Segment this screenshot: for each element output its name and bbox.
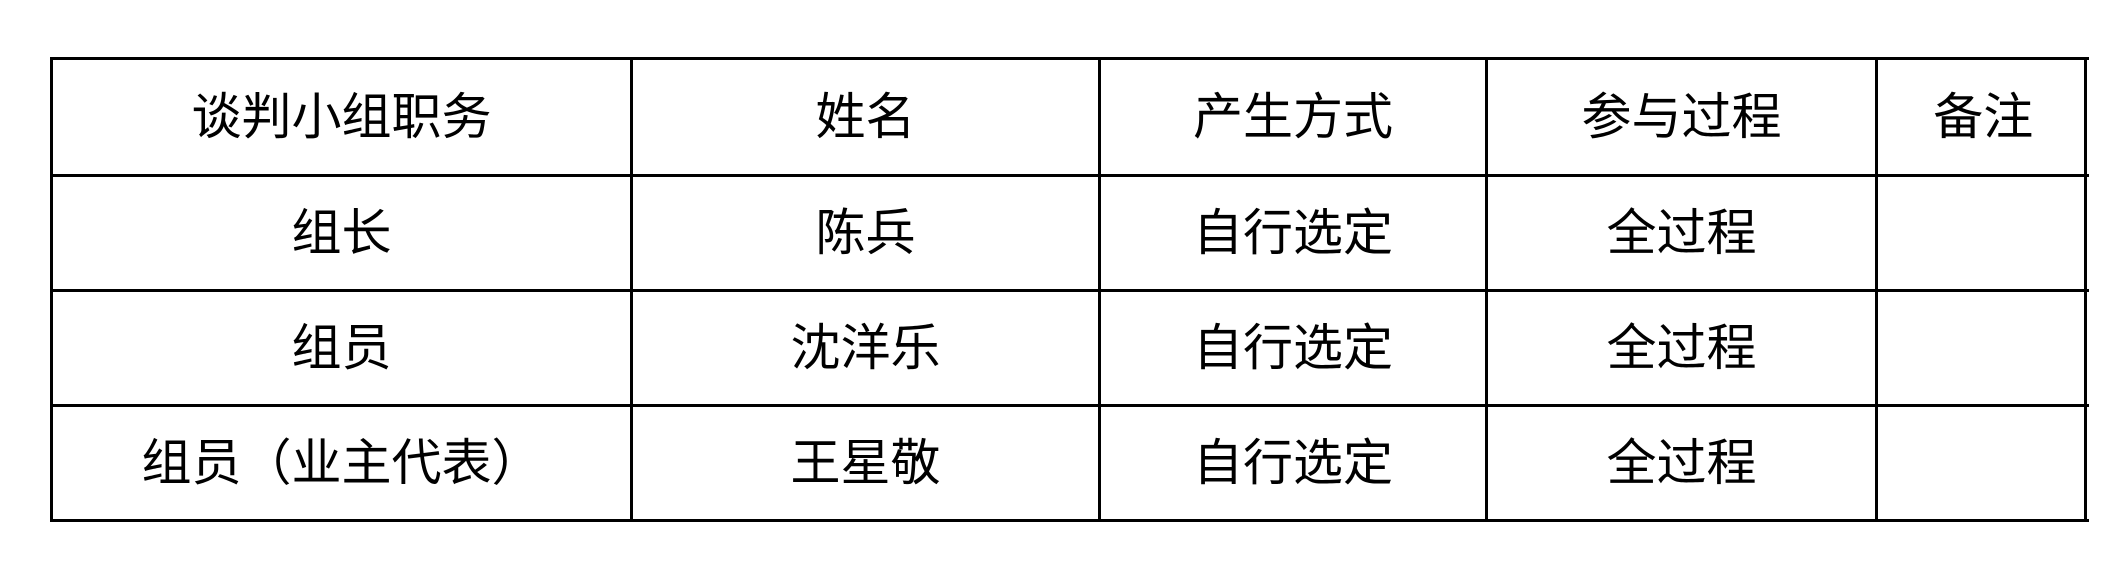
table-right-border bbox=[2084, 57, 2087, 522]
header-selection-method: 产生方式 bbox=[1098, 57, 1488, 177]
cell-name: 沈洋乐 bbox=[630, 289, 1101, 407]
cell-selection-method: 自行选定 bbox=[1098, 404, 1488, 522]
cell-role: 组长 bbox=[50, 174, 633, 292]
cell-selection-method: 自行选定 bbox=[1098, 174, 1488, 292]
table-row: 组员（业主代表） 王星敬 自行选定 全过程 bbox=[50, 404, 2089, 522]
cell-role: 组员（业主代表） bbox=[50, 404, 633, 522]
header-participation: 参与过程 bbox=[1485, 57, 1878, 177]
negotiation-team-table: 谈判小组职务 姓名 产生方式 参与过程 备注 组长 陈兵 自行选定 全过程 组员… bbox=[50, 57, 2089, 522]
cell-remarks bbox=[1875, 174, 2089, 292]
header-role: 谈判小组职务 bbox=[50, 57, 633, 177]
cell-remarks bbox=[1875, 289, 2089, 407]
cell-participation: 全过程 bbox=[1485, 404, 1878, 522]
cell-name: 陈兵 bbox=[630, 174, 1101, 292]
cell-selection-method: 自行选定 bbox=[1098, 289, 1488, 407]
cell-participation: 全过程 bbox=[1485, 174, 1878, 292]
cell-remarks bbox=[1875, 404, 2089, 522]
cell-role: 组员 bbox=[50, 289, 633, 407]
table-row: 组长 陈兵 自行选定 全过程 bbox=[50, 174, 2089, 292]
header-name: 姓名 bbox=[630, 57, 1101, 177]
header-remarks: 备注 bbox=[1875, 57, 2089, 177]
table-row: 组员 沈洋乐 自行选定 全过程 bbox=[50, 289, 2089, 407]
cell-name: 王星敬 bbox=[630, 404, 1101, 522]
table-header-row: 谈判小组职务 姓名 产生方式 参与过程 备注 bbox=[50, 57, 2089, 177]
cell-participation: 全过程 bbox=[1485, 289, 1878, 407]
